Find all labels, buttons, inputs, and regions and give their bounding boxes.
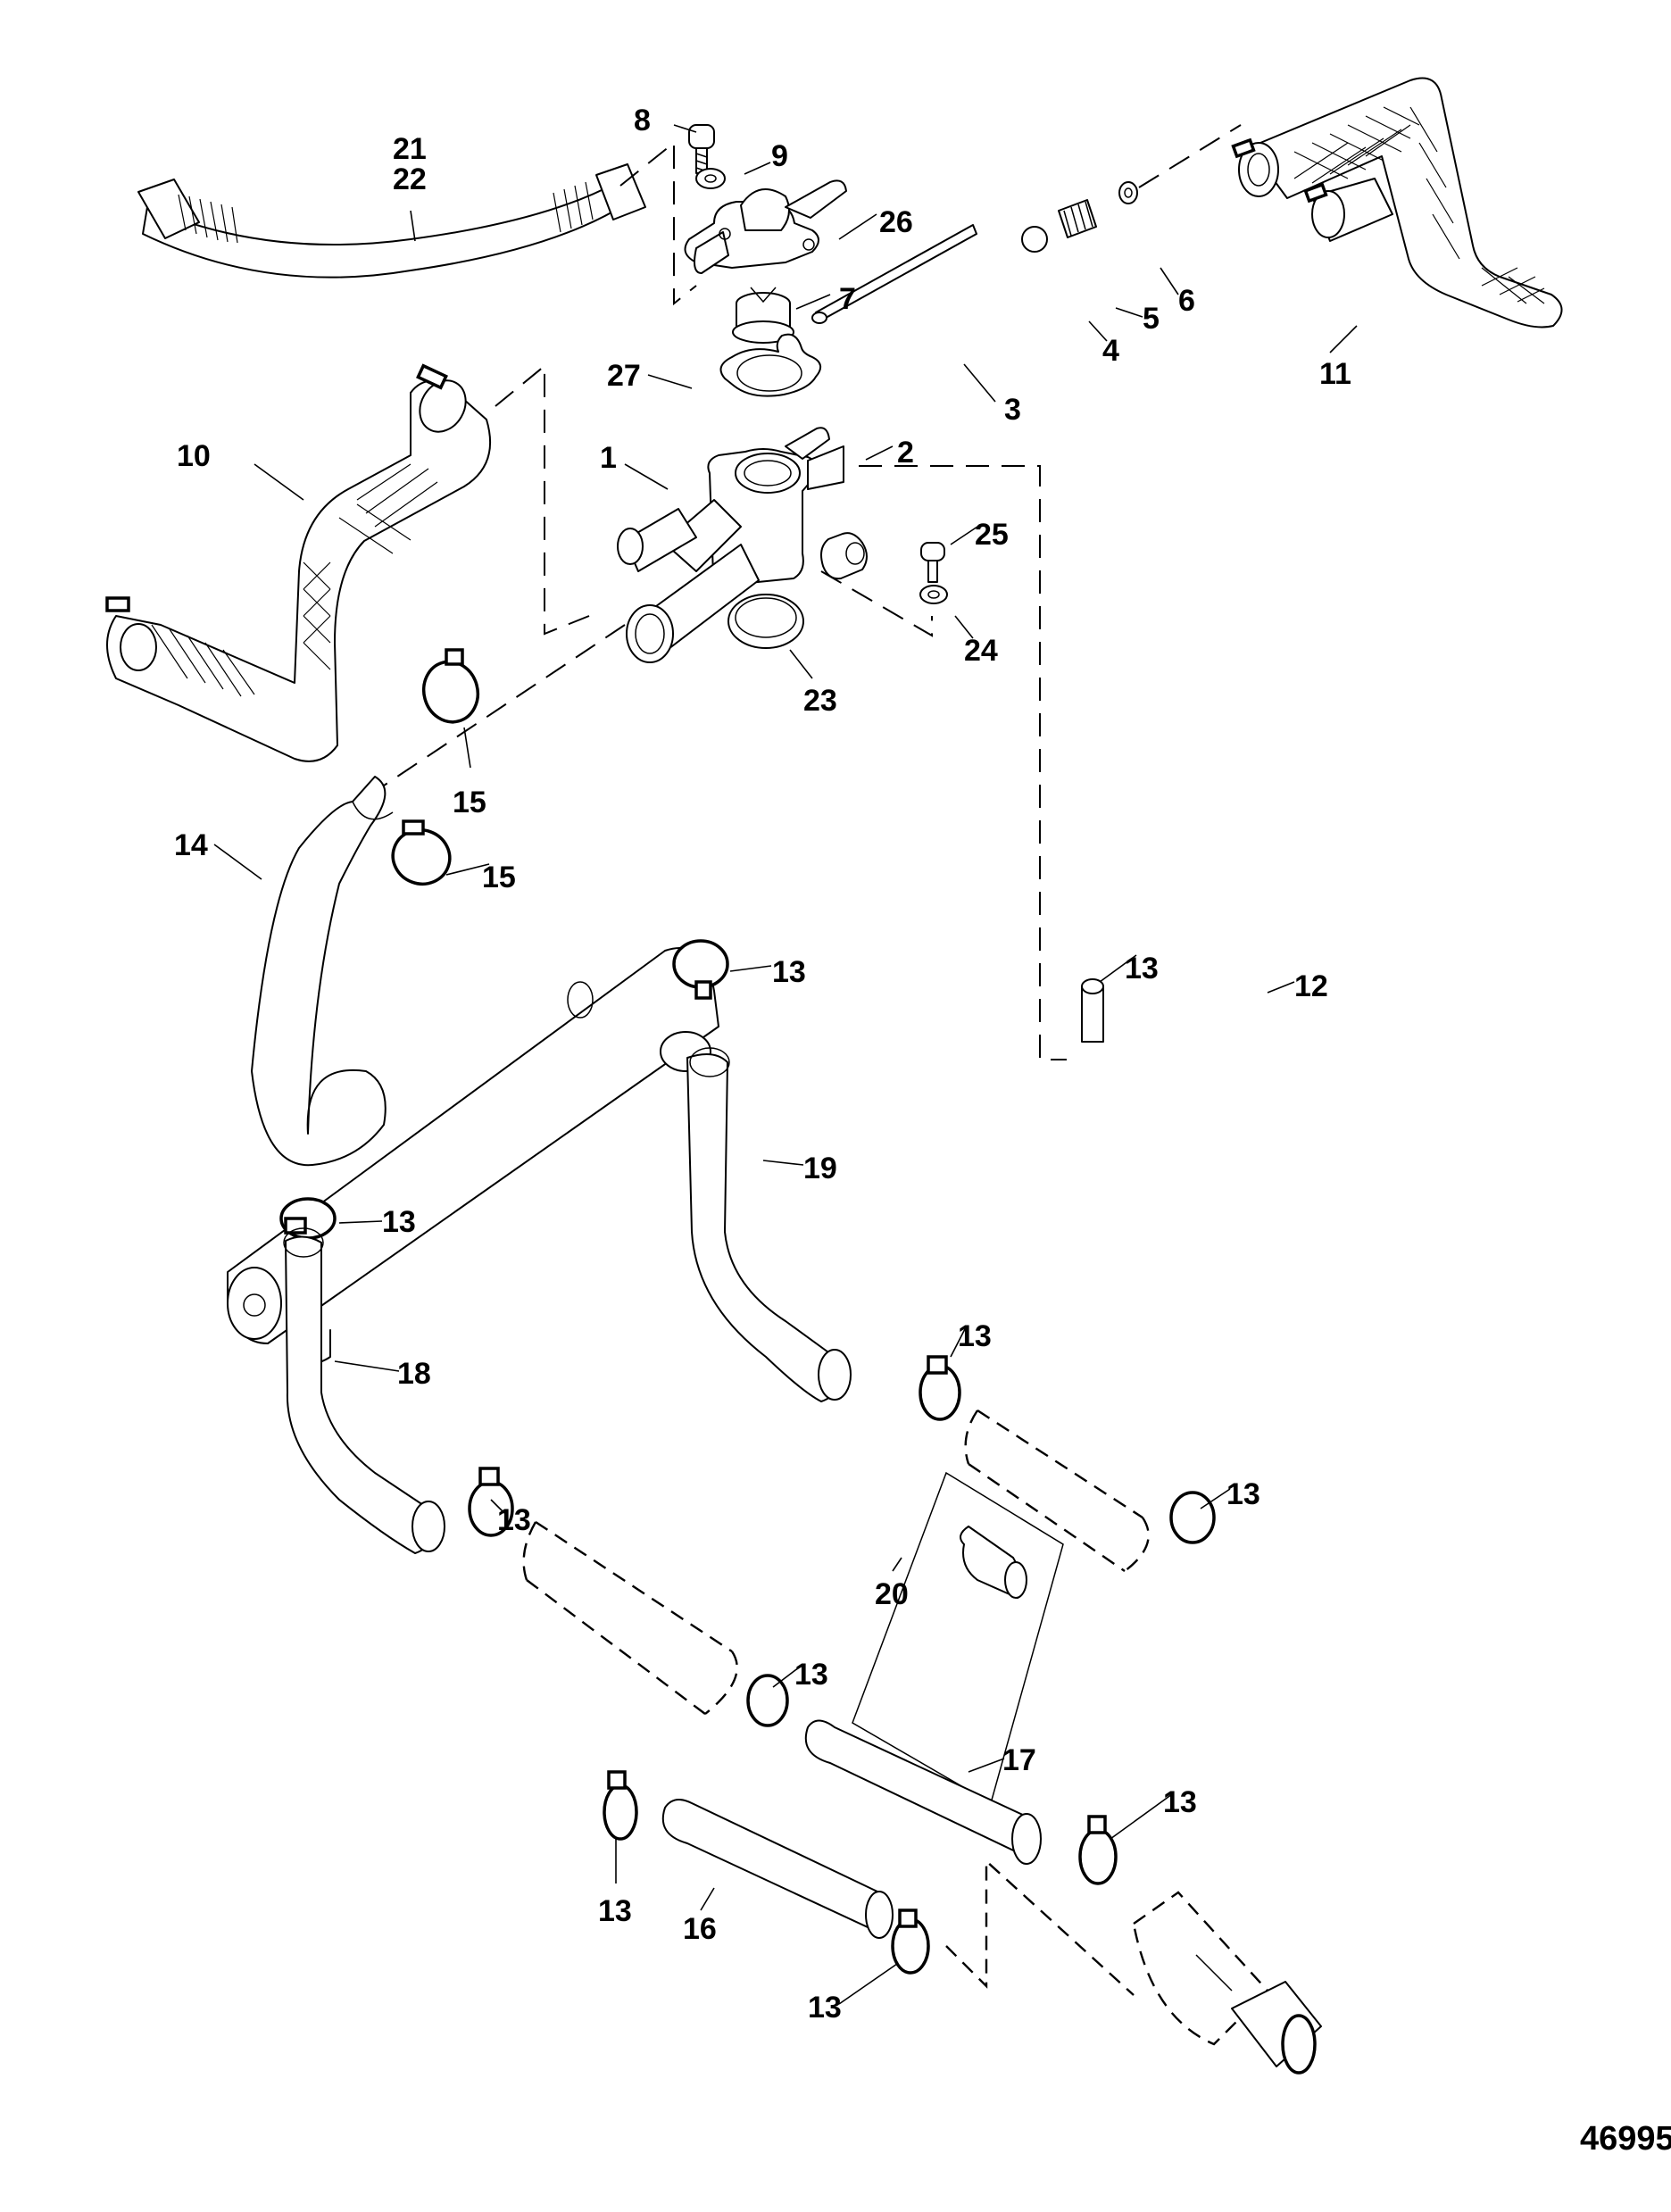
callout-13-c: 13	[382, 1205, 416, 1239]
hose-clamp-13-d	[891, 1908, 930, 1975]
pump-outline	[1132, 1891, 1322, 2075]
callout-20: 20	[875, 1577, 909, 1611]
ball-4	[1021, 226, 1048, 253]
callout-23: 23	[803, 684, 837, 718]
hose-14	[251, 776, 394, 1167]
connection-line	[383, 624, 626, 786]
hose-21-22	[137, 163, 646, 279]
plug-2	[820, 532, 868, 580]
callout-27: 27	[607, 359, 641, 393]
callout-13-i: 13	[598, 1894, 632, 1928]
hose-clamp-13-c	[603, 1770, 638, 1841]
callout-21: 21	[393, 132, 427, 166]
callout-13-a: 13	[772, 955, 806, 989]
washer-24	[919, 585, 948, 604]
callout-18: 18	[397, 1357, 431, 1391]
callout-5: 5	[1143, 302, 1160, 336]
callout-26: 26	[879, 205, 913, 239]
connection-line	[495, 363, 590, 636]
coupler-assembly-right	[919, 1355, 1216, 1572]
callout-13-f: 13	[497, 1503, 531, 1537]
callout-11: 11	[1319, 357, 1351, 391]
rod-3	[811, 224, 977, 324]
hose-10	[105, 363, 492, 762]
callout-13-e: 13	[1226, 1477, 1260, 1511]
callout-3: 3	[1004, 393, 1021, 427]
hose-clamp-13-a	[672, 939, 729, 1000]
callout-12: 12	[1294, 969, 1328, 1003]
screw-8	[688, 124, 715, 174]
callout-9: 9	[771, 139, 788, 173]
hose-clamp-15	[421, 648, 480, 724]
figure-number: 46995	[1580, 2120, 1671, 2158]
callout-16: 16	[683, 1912, 717, 1946]
callout-4: 4	[1102, 334, 1119, 368]
callout-22: 22	[393, 162, 427, 196]
connection-line	[859, 465, 1067, 1060]
fitting-13	[1081, 978, 1104, 1043]
callout-8: 8	[634, 104, 651, 137]
gasket-27	[719, 333, 822, 397]
callout-15-a: 15	[453, 786, 486, 819]
callout-13-j: 13	[808, 1991, 842, 2025]
callout-labels: 21 22 8 9 26 7 27 3 4 5 6 11 10 1 2 25 2…	[174, 104, 1351, 2025]
connection-line	[1138, 124, 1242, 188]
callout-13-b: 13	[1125, 952, 1159, 985]
callout-2: 2	[897, 436, 914, 470]
callout-19: 19	[803, 1152, 837, 1185]
callout-13-h: 13	[1163, 1785, 1197, 1819]
connection-line	[945, 1859, 1135, 1996]
hose-11	[1231, 77, 1563, 328]
callout-17: 17	[1002, 1743, 1036, 1777]
callout-14: 14	[174, 828, 208, 862]
screw-25	[920, 542, 945, 583]
hose-clamp-13-e	[1078, 1815, 1118, 1885]
connection-line	[619, 140, 697, 306]
thermostat-housing-1	[617, 427, 844, 663]
callout-15-b: 15	[482, 861, 516, 894]
hose-17	[804, 1719, 1042, 1865]
callout-13-g: 13	[794, 1658, 828, 1692]
coupler-assembly-left	[468, 1467, 789, 1727]
seal-23	[727, 594, 804, 649]
thermostat-7	[732, 287, 794, 344]
connection-line	[820, 570, 933, 637]
callout-1: 1	[600, 441, 617, 475]
callout-24: 24	[964, 634, 998, 668]
hose-18	[283, 1227, 445, 1554]
leader-lines	[213, 124, 1358, 2005]
retainer-6	[1118, 181, 1138, 204]
hose-clamp-15b	[391, 819, 452, 886]
washer-9	[695, 168, 726, 189]
spring-5	[1058, 199, 1097, 238]
hose-19	[686, 1047, 852, 1402]
callout-13-d: 13	[958, 1319, 992, 1353]
callout-6: 6	[1178, 284, 1195, 318]
callout-10: 10	[177, 439, 211, 473]
hose-16	[661, 1799, 894, 1939]
callout-25: 25	[975, 518, 1009, 552]
thermostat-cover-26	[684, 179, 847, 274]
callout-7: 7	[839, 282, 856, 316]
